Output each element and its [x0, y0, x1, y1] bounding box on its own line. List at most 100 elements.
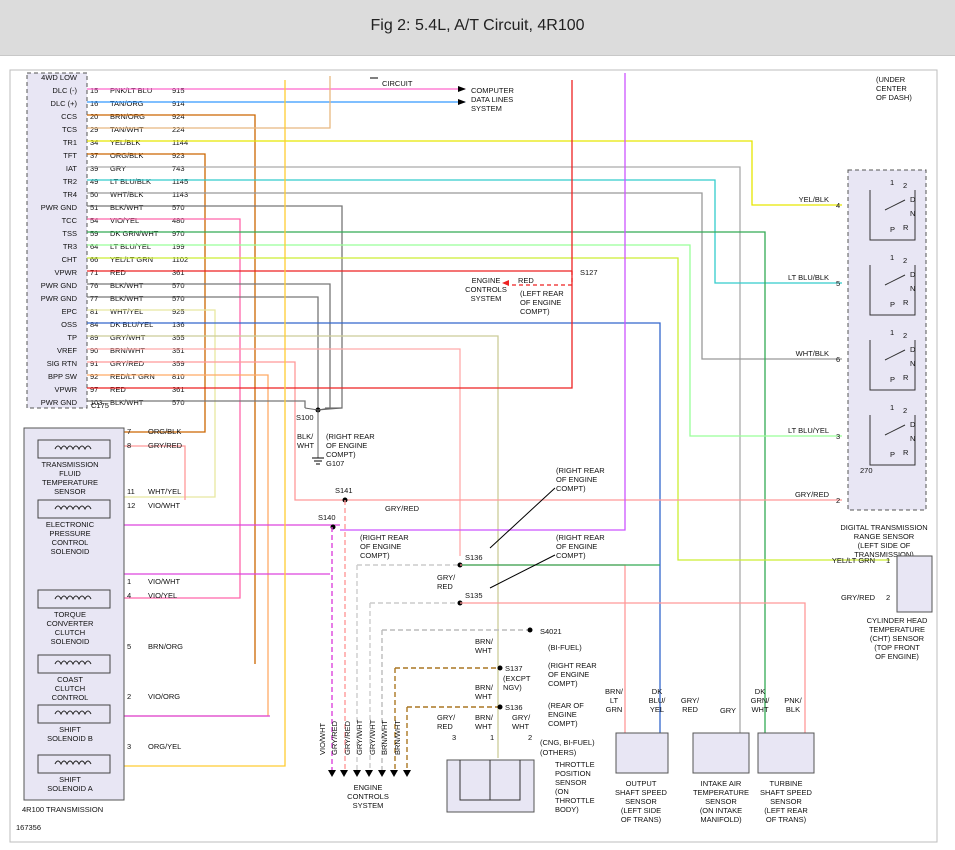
tp-wire-text: WHT: [475, 722, 492, 731]
oss-text: OF TRANS): [621, 815, 662, 824]
pcm-circuit-number: 224: [172, 125, 185, 134]
s136-note-text: COMPT): [556, 484, 586, 493]
tss-text: SENSOR: [770, 797, 802, 806]
component-name: CONVERTER: [47, 619, 95, 628]
iat-text: MANIFOLD): [700, 815, 742, 824]
pcm-pin-label: PWR GND: [41, 281, 78, 290]
pcm-pin-label: TR4: [63, 190, 77, 199]
cht-wire-text: GRY/RED: [841, 593, 876, 602]
s137-note2-text: (RIGHT REAR: [548, 661, 597, 670]
component-pin: 4: [127, 591, 131, 600]
engine-controls-text: CONTROLS: [465, 285, 507, 294]
pcm-wire-color: ORG/BLK: [110, 151, 143, 160]
pcm-wire-color: BLK/WHT: [110, 294, 144, 303]
dtr-wire-text: LT BLU/YEL: [788, 426, 829, 435]
wire-blk-wht-103: [87, 400, 306, 408]
splice-s135: S135: [465, 591, 483, 600]
cht-text: (CHT) SENSOR: [870, 634, 925, 643]
pcm-circuit-number: 970: [172, 229, 185, 238]
pcm-wire-color: GRY: [110, 164, 126, 173]
pcm-wire-color: TAN/WHT: [110, 125, 144, 134]
cht-text: OF ENGINE): [875, 652, 919, 661]
wire-blk-wht-77: [87, 296, 319, 408]
tp-pin: 1: [490, 733, 494, 742]
dtr-position-char: D: [910, 420, 916, 429]
pcm-pin-number: 103: [90, 398, 103, 407]
pcm-pin-number: 34: [90, 138, 98, 147]
g107-ground-symbol: [312, 457, 324, 465]
tp-wire-text: GRY/: [512, 713, 531, 722]
wire-blk-wht-51: [87, 205, 343, 409]
figure-id: 167356: [16, 823, 41, 832]
pcm-pin-label: PWR GND: [41, 398, 78, 407]
arrow-dlc-minus: [458, 86, 466, 92]
cht-text: TEMPERATURE: [869, 625, 925, 634]
dtr-position-char: D: [910, 195, 916, 204]
oss-wire-text: BLU/: [649, 696, 667, 705]
pcm-pin-label: TCS: [62, 125, 77, 134]
bottom-arrow: [378, 770, 386, 777]
pcm-pin-number: 81: [90, 307, 98, 316]
iat-wire-text: GRY/: [681, 696, 700, 705]
s140-note-text: OF ENGINE: [360, 542, 401, 551]
oss-text: SENSOR: [625, 797, 657, 806]
throttle-text: THROTTLE: [555, 760, 595, 769]
pcm-circuit-number: 1102: [172, 255, 188, 264]
wire-lt-blu-yel: [87, 244, 842, 437]
under-dash-text: (UNDER: [876, 75, 906, 84]
component-wire: VIO/ORG: [148, 692, 180, 701]
brn-wht-label-2: BRN/WHT: [475, 683, 494, 701]
pcm-wire-color: GRY/WHT: [110, 333, 146, 342]
gry-red-split-text: RED: [437, 582, 453, 591]
component-wire: VIO/WHT: [148, 501, 180, 510]
pcm-pin-label: DLC (-): [52, 86, 77, 95]
component-pin: 11: [127, 487, 135, 496]
bottom-wire-label: GRY/WHT: [368, 719, 377, 755]
cht-text: (TOP FRONT: [874, 643, 920, 652]
dtr-pin: 4: [836, 201, 840, 210]
pcm-circuit-number: 351: [172, 346, 185, 355]
engine-controls-text: ENGINE: [472, 276, 501, 285]
pcm-wire-color: LT BLU/BLK: [110, 177, 151, 186]
pcm-wire-color: RED/LT GRN: [110, 372, 155, 381]
cht-text: CYLINDER HEAD: [867, 616, 928, 625]
dtr-position-char: 2: [903, 256, 907, 265]
transmission-name: 4R100 TRANSMISSION: [22, 805, 103, 814]
s135-leader: [489, 554, 556, 589]
wire-yel-lt-grn: [87, 257, 890, 561]
engine-controls-bottom-text: ENGINE: [354, 783, 383, 792]
wire-wht-yel: [87, 309, 216, 498]
throttle-text: POSITION: [555, 769, 591, 778]
wire-gry-wht: [87, 335, 499, 758]
splice-s141: S141: [335, 486, 353, 495]
pcm-pin-number: 91: [90, 359, 98, 368]
tss-wire-text: WHT: [751, 705, 768, 714]
pcm-circuit-number: 480: [172, 216, 185, 225]
splice-s137-dot: [497, 665, 503, 671]
computer-data-lines-text: COMPUTER: [471, 86, 515, 95]
iat-text: TEMPERATURE: [693, 788, 749, 797]
pcm-pin-number: 16: [90, 99, 98, 108]
pcm-wire-color: GRY/RED: [110, 359, 145, 368]
pcm-circuit-number: 1145: [172, 177, 188, 186]
pcm-pin-number: 54: [90, 216, 98, 225]
wire-blk-wht-76: [87, 283, 331, 408]
pcm-wire-color: BRN/ORG: [110, 112, 145, 121]
wire-brn-org: [87, 114, 256, 664]
dtr-position-char: N: [910, 209, 915, 218]
dtr-position-char: 2: [903, 181, 907, 190]
dtr-position-char: R: [903, 373, 909, 382]
dtr-pin: 3: [836, 432, 840, 441]
splice-s127: S127: [580, 268, 598, 277]
pcm-wire-color: RED: [110, 268, 126, 277]
